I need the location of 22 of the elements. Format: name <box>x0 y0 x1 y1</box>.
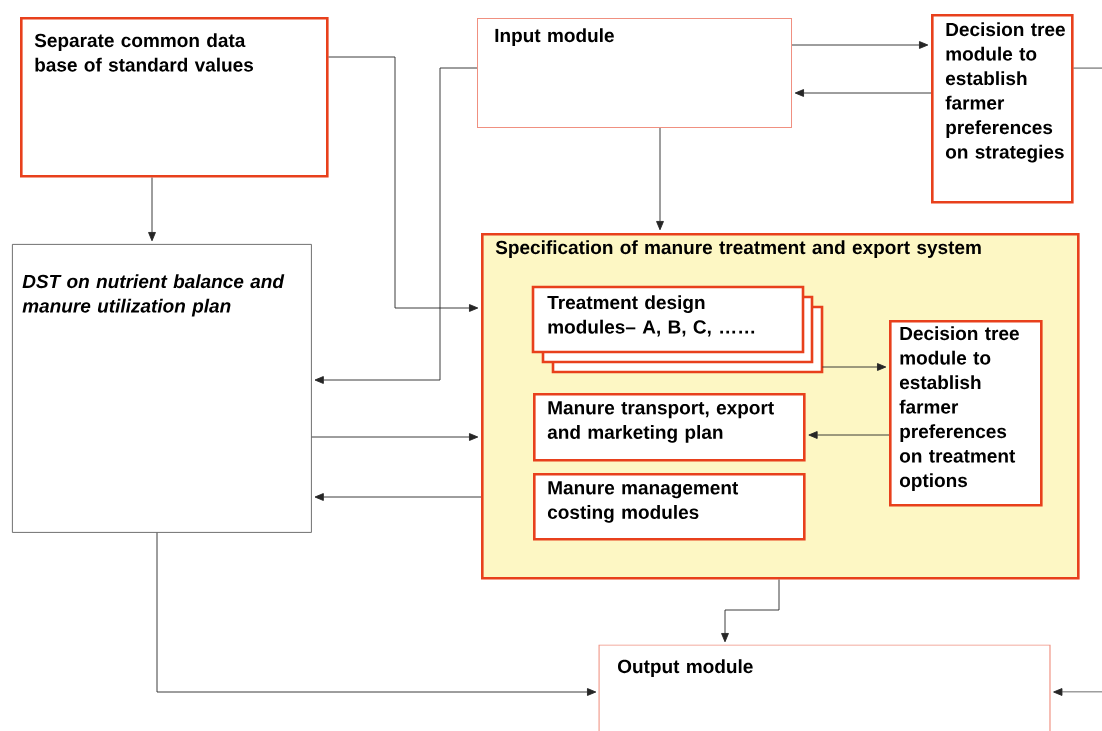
arrow <box>1053 688 1102 696</box>
process-box: Separate common data base of standard values <box>20 17 329 178</box>
arrow <box>311 433 479 441</box>
arrow <box>656 127 664 231</box>
process-box: Decision tree module to establish farmer preferences on strategies <box>931 14 1074 204</box>
arrow <box>156 532 597 696</box>
arrow <box>148 177 156 242</box>
arrow <box>821 363 887 371</box>
arrow <box>794 89 932 97</box>
arrow <box>314 67 478 384</box>
process-box: Output module <box>598 644 1051 731</box>
arrow <box>721 579 780 643</box>
process-box: DST on nutrient balance and manure utilization plan <box>12 244 312 533</box>
process-box: Decision tree module to establish farmer preferences on treatment options <box>889 320 1043 507</box>
stacked-boxes: Treatment design modules– A, B, C, …… <box>531 285 824 374</box>
arrow <box>328 56 479 312</box>
arrow <box>314 493 482 501</box>
process-box: Input module <box>477 18 792 128</box>
process-box: Manure transport, export and marketing plan <box>533 393 806 462</box>
arrow <box>791 41 929 49</box>
process-box: Manure management costing modules <box>533 473 806 541</box>
arrow <box>808 431 890 439</box>
